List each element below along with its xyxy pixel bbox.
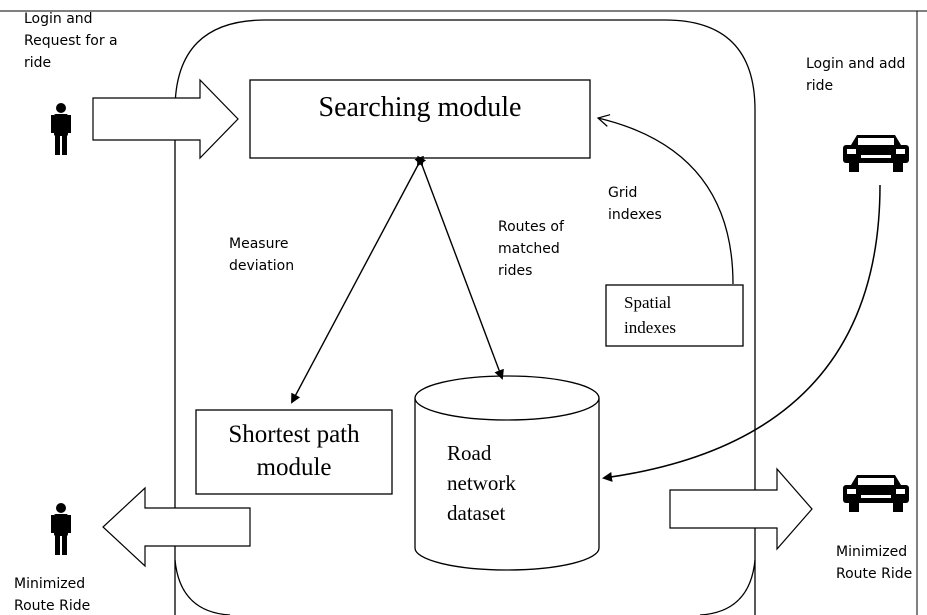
request-block-arrow xyxy=(92,78,239,160)
spatial-indexes-box xyxy=(605,284,744,347)
car-icon xyxy=(843,135,909,172)
driver-result-block-arrow xyxy=(669,467,813,551)
rider-request-label: Login and Request for a ride xyxy=(24,11,118,71)
driver-add-label: Login and add ride xyxy=(806,56,906,94)
routes-matched-connector xyxy=(414,155,504,380)
rider-result-block-arrow xyxy=(102,486,251,568)
system-boundary xyxy=(174,19,756,615)
road-network-label: Road network dataset xyxy=(447,441,516,525)
routes-matched-label: Routes of matched rides xyxy=(498,219,564,279)
driver-add-connector xyxy=(602,184,881,482)
searching-module-label: Searching module xyxy=(318,92,522,123)
measure-deviation-label: Measure deviation xyxy=(229,236,295,274)
grid-indexes-connector xyxy=(596,114,734,285)
spatial-indexes-label: Spatial indexes xyxy=(624,293,676,337)
driver-result-label: Minimized Route Ride xyxy=(836,544,913,582)
person-icon xyxy=(51,103,71,155)
grid-indexes-label: Grid indexes xyxy=(608,185,662,223)
measure-deviation-connector xyxy=(291,155,427,404)
car-icon xyxy=(843,475,909,512)
road-network-cylinder xyxy=(414,375,600,571)
rider-result-label: Minimized Route Ride xyxy=(14,576,91,614)
shortest-path-module-label: Shortest path module xyxy=(228,421,360,481)
shortest-path-module-box xyxy=(195,409,393,495)
person-icon xyxy=(51,503,71,555)
searching-module-box xyxy=(249,79,591,159)
